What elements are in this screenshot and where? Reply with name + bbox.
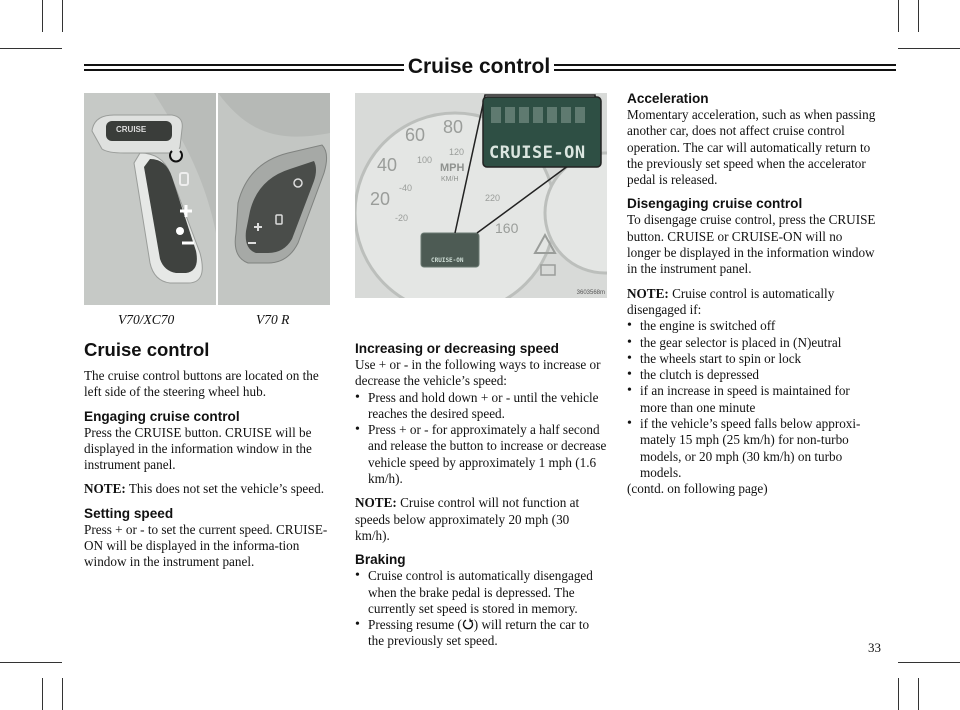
page-number: 33 bbox=[868, 640, 881, 655]
crop-mark bbox=[0, 662, 62, 663]
note: NOTE: This does not set the vehicle’s sp… bbox=[84, 481, 336, 497]
disengaging-text: To disengage cruise control, press the C… bbox=[627, 212, 876, 277]
page-header: Cruise control bbox=[84, 55, 896, 80]
crop-mark bbox=[42, 678, 43, 710]
note: NOTE: Cruise control will not function a… bbox=[355, 495, 607, 544]
svg-text:40: 40 bbox=[377, 155, 397, 175]
increasing-list: Press and hold down + or - until the veh… bbox=[355, 390, 607, 488]
crop-mark bbox=[0, 48, 62, 49]
note-label: NOTE: bbox=[355, 495, 397, 511]
header-rule-left bbox=[84, 64, 404, 71]
crop-mark bbox=[42, 0, 43, 32]
caption-v70-xc70: V70/XC70 bbox=[118, 312, 175, 327]
list-item: if the vehicle’s speed falls below appro… bbox=[627, 416, 877, 481]
steering-controls-v70-illustration: CRUISE bbox=[84, 93, 216, 305]
braking-heading: Braking bbox=[355, 552, 406, 568]
header-rule-right bbox=[554, 64, 896, 71]
list-item: the engine is switched off bbox=[627, 318, 877, 335]
increasing-heading: Increasing or decreasing speed bbox=[355, 341, 559, 356]
list-item: the gear selector is placed in (N)eutral bbox=[627, 335, 877, 352]
increasing-text: Use + or - in the following ways to incr… bbox=[355, 357, 601, 389]
crop-mark bbox=[918, 678, 919, 710]
svg-text:60: 60 bbox=[405, 125, 425, 145]
continued-note: (contd. on following page) bbox=[627, 481, 768, 497]
disengaging-heading: Disengaging cruise control bbox=[627, 196, 803, 212]
list-item: the clutch is depressed bbox=[627, 367, 877, 384]
list-item: Cruise control is automatically disengag… bbox=[355, 568, 607, 617]
list-item: Pressing resume () will return the car t… bbox=[355, 617, 607, 650]
list-item: Press + or - for approximately a half se… bbox=[355, 422, 607, 487]
mph-label: MPH bbox=[440, 162, 465, 174]
note-text: This does not set the vehicle’s speed. bbox=[125, 481, 325, 497]
cruise-on-display-large: CRUISE-ON bbox=[489, 143, 586, 163]
column-1: Cruise control The cruise control button… bbox=[84, 340, 336, 579]
svg-text:100: 100 bbox=[417, 155, 432, 165]
svg-text:-20: -20 bbox=[395, 213, 408, 223]
cruise-on-display-small: CRUISE-ON bbox=[431, 257, 464, 264]
acceleration-text: Momentary acceleration, such as when pas… bbox=[627, 107, 876, 188]
disengage-conditions-list: the engine is switched off the gear sele… bbox=[627, 318, 877, 481]
cruise-button-label: CRUISE bbox=[116, 125, 147, 134]
note: NOTE: Cruise control is automatically di… bbox=[627, 286, 877, 319]
crop-mark bbox=[62, 0, 63, 32]
svg-text:KM/H: KM/H bbox=[441, 176, 459, 183]
list-item: if an increase in speed is maintained fo… bbox=[627, 383, 877, 416]
crop-mark bbox=[898, 678, 899, 710]
resume-text-b: ) will return the car to the previously … bbox=[368, 617, 590, 649]
svg-text:80: 80 bbox=[443, 117, 463, 137]
note-label: NOTE: bbox=[84, 481, 126, 497]
setting-text: Press + or - to set the current speed. C… bbox=[84, 521, 328, 570]
braking-list: Cruise control is automatically disengag… bbox=[355, 568, 607, 649]
page-title: Cruise control bbox=[407, 55, 551, 78]
note-text: Cruise control will not function at spee… bbox=[355, 495, 580, 543]
crop-mark bbox=[918, 0, 919, 32]
list-item: the wheels start to spin or lock bbox=[627, 351, 877, 368]
acceleration-heading: Acceleration bbox=[627, 91, 709, 106]
intro-text: The cruise control buttons are located o… bbox=[84, 368, 319, 400]
svg-text:20: 20 bbox=[370, 189, 390, 209]
list-item: Press and hold down + or - until the veh… bbox=[355, 390, 607, 423]
note-text: Cruise control is automatically disengag… bbox=[627, 285, 835, 317]
svg-text:220: 220 bbox=[485, 193, 500, 203]
crop-mark bbox=[898, 48, 960, 49]
crop-mark bbox=[898, 662, 960, 663]
svg-text:-40: -40 bbox=[399, 183, 412, 193]
engaging-heading: Engaging cruise control bbox=[84, 408, 240, 424]
note-label: NOTE: bbox=[627, 285, 669, 301]
steering-controls-v70r-illustration bbox=[218, 93, 330, 305]
resume-text-a: Pressing resume ( bbox=[368, 617, 462, 633]
section-heading: Cruise control bbox=[84, 339, 210, 360]
instrument-panel-illustration: 20 40 60 80 160 -20 -40 100 120 220 MPH … bbox=[355, 93, 607, 298]
column-3: Acceleration Momentary acceleration, suc… bbox=[627, 91, 877, 506]
engaging-text: Press the CRUISE button. CRUISE will be … bbox=[84, 424, 312, 473]
image-code: 3603568m bbox=[576, 290, 605, 296]
column-2: Increasing or decreasing speed Use + or … bbox=[355, 341, 607, 650]
svg-text:120: 120 bbox=[449, 147, 464, 157]
crop-mark bbox=[62, 678, 63, 710]
resume-icon bbox=[462, 618, 473, 630]
setting-heading: Setting speed bbox=[84, 505, 174, 521]
svg-text:160: 160 bbox=[495, 220, 519, 236]
caption-v70-r: V70 R bbox=[256, 312, 290, 327]
crop-mark bbox=[898, 0, 899, 32]
